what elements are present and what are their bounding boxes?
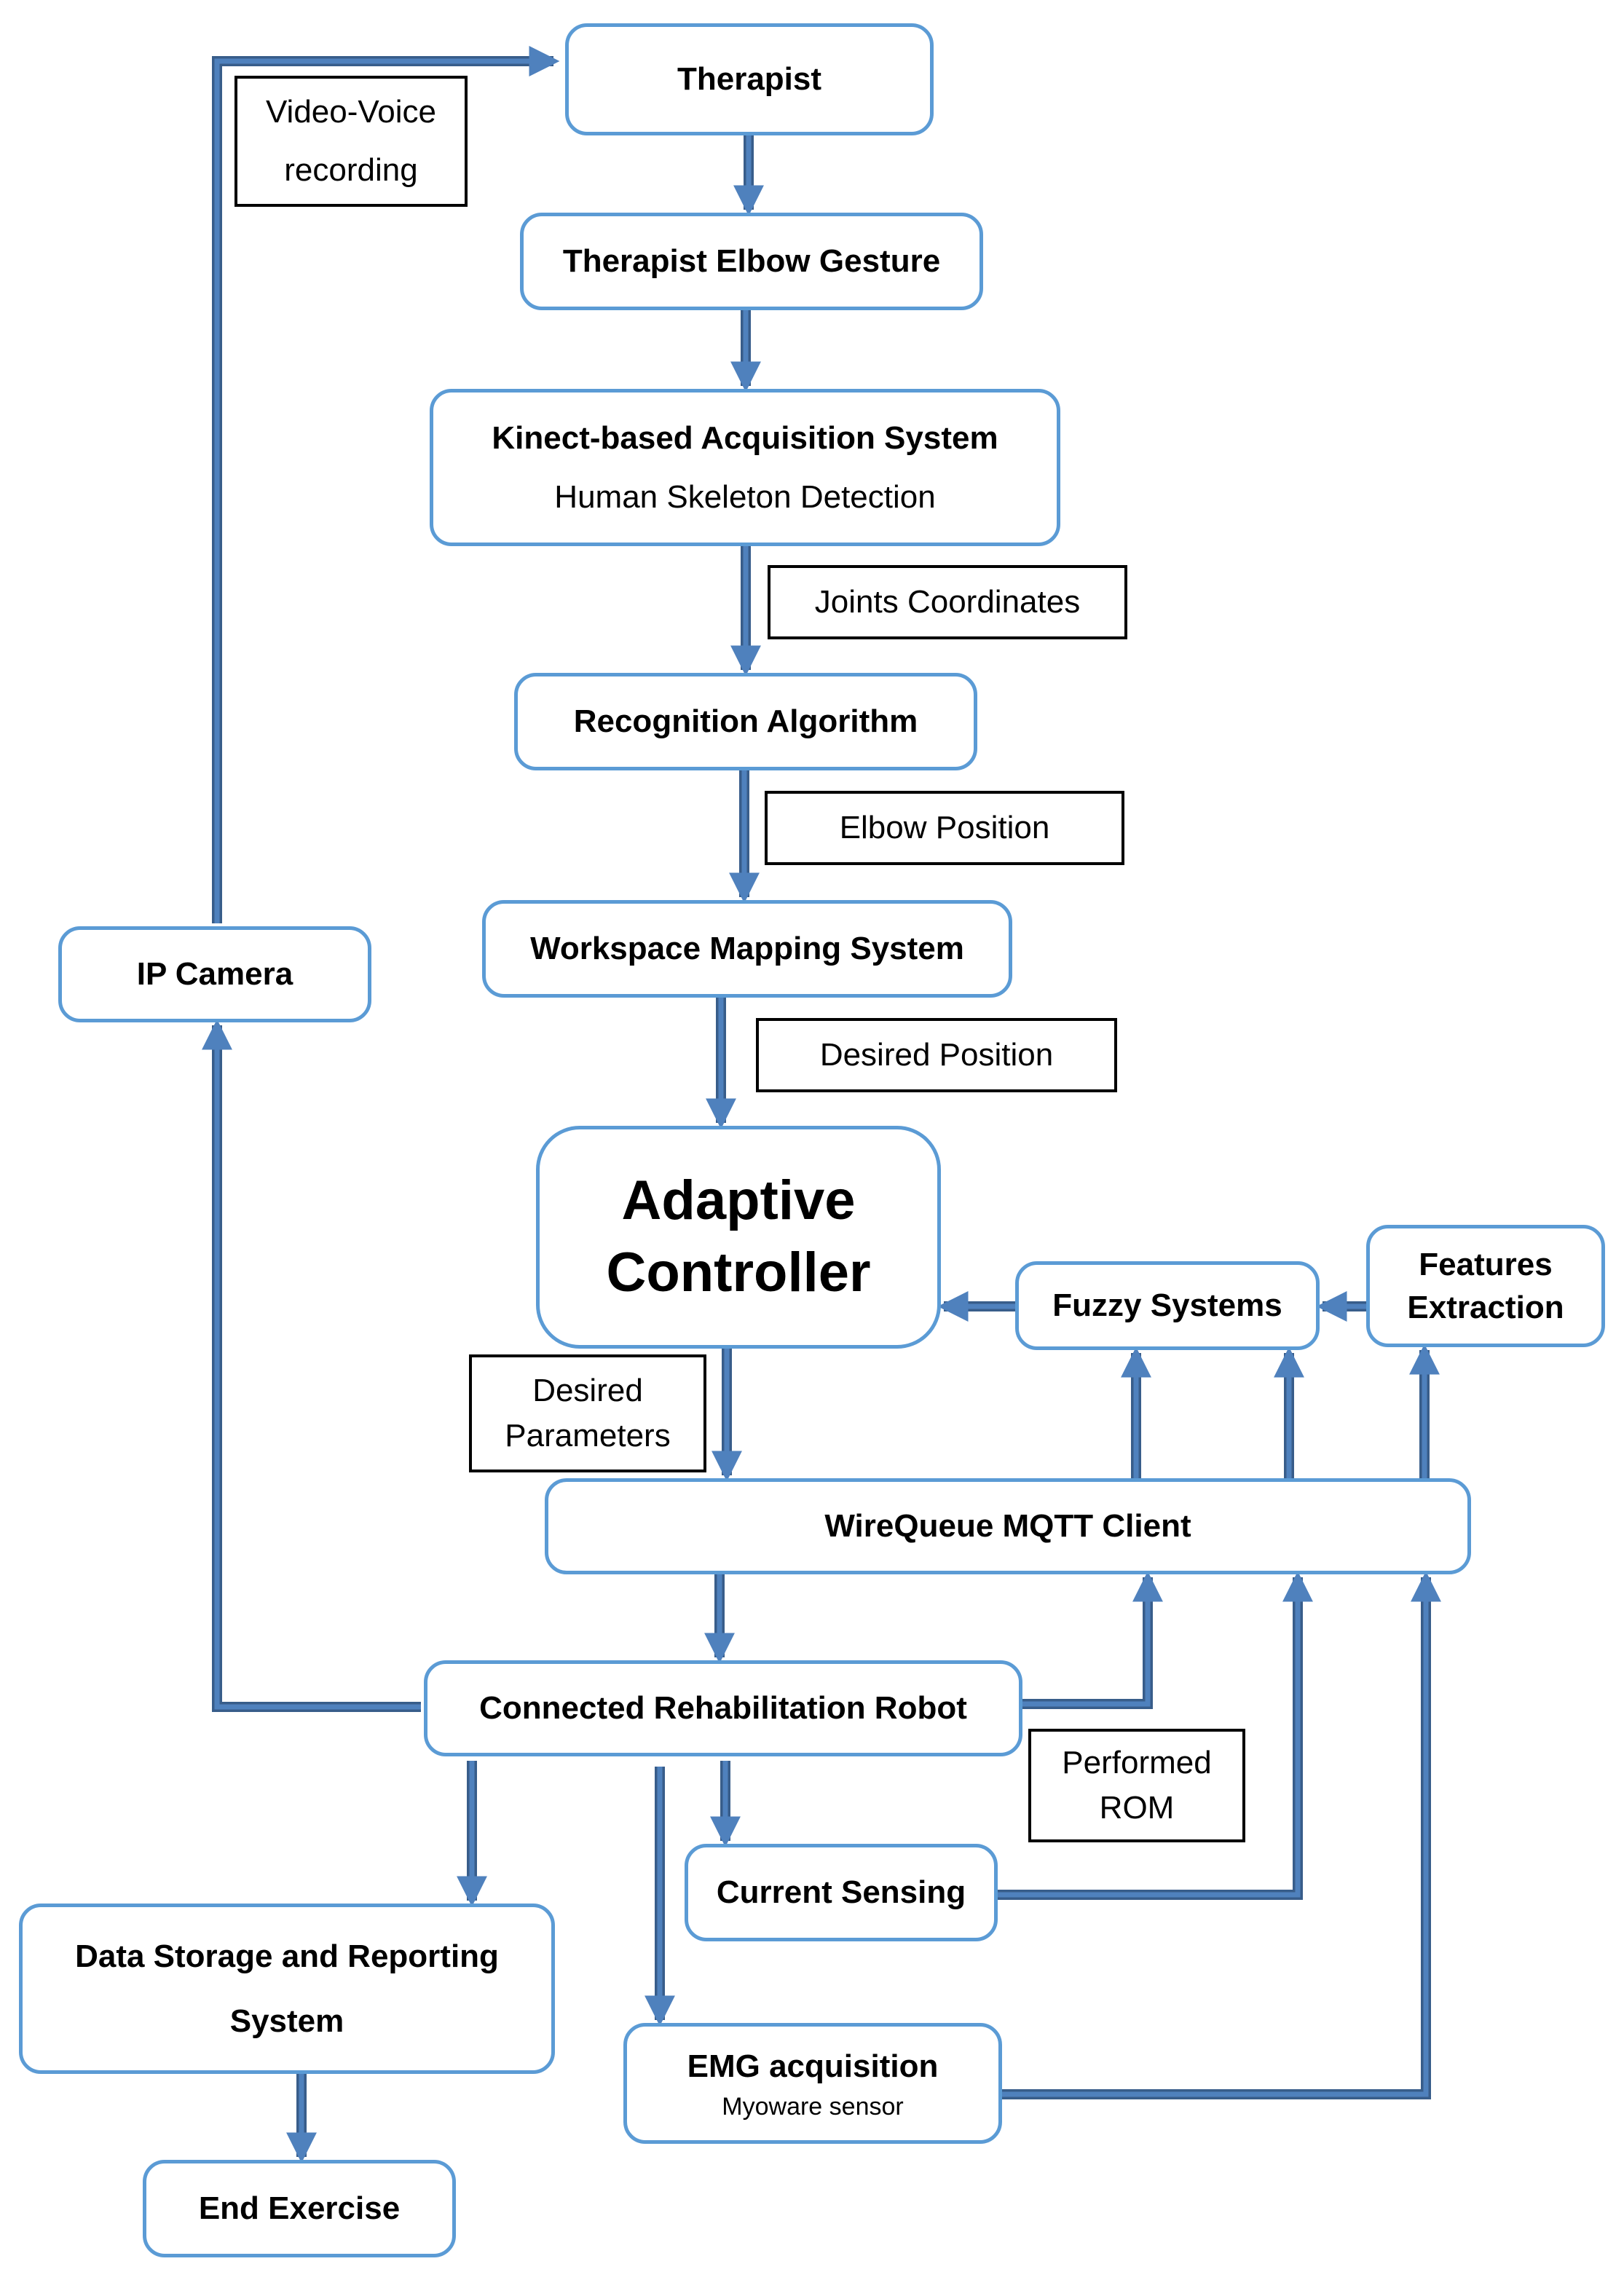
therapist-box: Therapist — [565, 23, 934, 135]
end-exercise-box: End Exercise — [143, 2160, 456, 2257]
video-voice-line1: Video-Voice — [265, 94, 437, 130]
kinect-title: Kinect-based Acquisition System — [492, 419, 998, 456]
elbow-gesture-label: Therapist Elbow Gesture — [562, 243, 941, 280]
features-extraction-box: Features Extraction — [1366, 1225, 1605, 1347]
adaptive-line2: Controller — [606, 1242, 871, 1303]
ipcamera-to-therapist-arrow — [212, 46, 560, 923]
workspace-label: Workspace Mapping System — [530, 931, 964, 967]
mqtt-client-box: WireQueue MQTT Client — [545, 1478, 1471, 1574]
fuzzy-systems-box: Fuzzy Systems — [1015, 1261, 1320, 1350]
end-exercise-label: End Exercise — [198, 2190, 401, 2227]
desired-params-line1: Desired — [532, 1373, 643, 1409]
adaptive-controller-box: Adaptive Controller — [536, 1126, 941, 1349]
performed-rom-label: Performed ROM — [1028, 1729, 1245, 1842]
features-line1: Features — [1419, 1246, 1553, 1282]
ip-camera-label: IP Camera — [136, 956, 293, 993]
recognition-label: Recognition Algorithm — [573, 703, 918, 740]
emg-to-mqtt-arrow — [1002, 1571, 1441, 2099]
fuzzy-label: Fuzzy Systems — [1052, 1287, 1282, 1324]
kinect-subtitle: Human Skeleton Detection — [554, 479, 936, 515]
data-storage-line2: System — [229, 2003, 344, 2039]
robot-label: Connected Rehabilitation Robot — [479, 1690, 967, 1727]
video-voice-line2: recording — [284, 152, 418, 188]
kinect-acquisition-box: Kinect-based Acquisition System Human Sk… — [430, 389, 1060, 546]
mqtt-label: WireQueue MQTT Client — [824, 1508, 1191, 1545]
desired-params-line2: Parameters — [505, 1418, 671, 1453]
adaptive-line1: Adaptive — [621, 1169, 856, 1232]
video-voice-label: Video-Voice recording — [234, 76, 468, 207]
current-sensing-label: Current Sensing — [716, 1874, 966, 1911]
current-sensing-box: Current Sensing — [685, 1844, 998, 1941]
robot-to-mqtt-arrow — [1022, 1571, 1163, 1709]
emg-acquisition-box: EMG acquisition Myoware sensor — [623, 2023, 1002, 2144]
joints-coordinates-label: Joints Coordinates — [768, 565, 1127, 639]
elbow-gesture-box: Therapist Elbow Gesture — [520, 213, 983, 310]
performed-line1: Performed — [1062, 1745, 1212, 1781]
desired-parameters-label: Desired Parameters — [469, 1354, 706, 1472]
desired-position-label: Desired Position — [756, 1018, 1117, 1092]
therapist-label: Therapist — [677, 61, 822, 98]
elbow-position-text: Elbow Position — [839, 810, 1050, 846]
ip-camera-box: IP Camera — [58, 926, 371, 1022]
joints-text: Joints Coordinates — [814, 584, 1081, 620]
data-storage-line1: Data Storage and Reporting — [75, 1938, 499, 1974]
rehabilitation-robot-box: Connected Rehabilitation Robot — [424, 1660, 1022, 1756]
recognition-algorithm-box: Recognition Algorithm — [514, 673, 977, 770]
current-sensing-to-mqtt-arrow — [998, 1571, 1313, 1900]
emg-subtitle: Myoware sensor — [722, 2093, 904, 2121]
desired-position-text: Desired Position — [819, 1037, 1054, 1073]
features-line2: Extraction — [1407, 1290, 1564, 1325]
performed-line2: ROM — [1099, 1790, 1175, 1826]
emg-title: EMG acquisition — [687, 2048, 939, 2084]
robot-to-ipcamera-arrow — [202, 1019, 421, 1712]
data-storage-box: Data Storage and Reporting System — [19, 1904, 555, 2074]
workspace-mapping-box: Workspace Mapping System — [482, 900, 1012, 998]
elbow-position-label: Elbow Position — [765, 791, 1124, 865]
